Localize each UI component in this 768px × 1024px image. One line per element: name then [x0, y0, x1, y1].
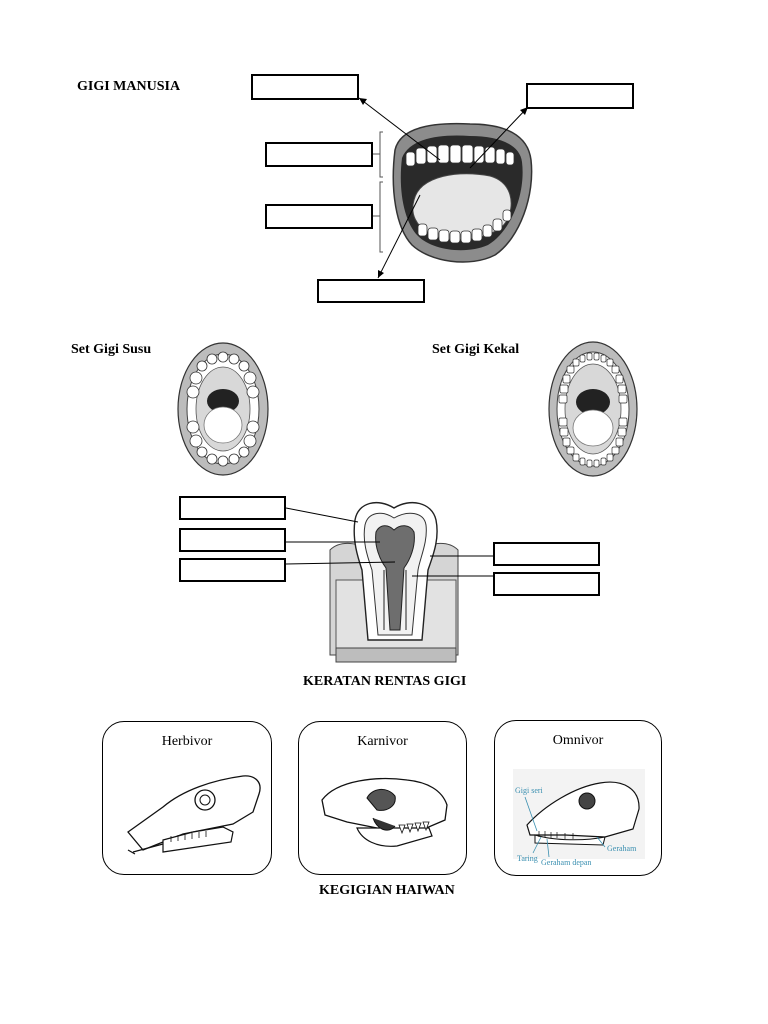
label-box-upper-right[interactable] [526, 83, 634, 109]
label-box-upper-left[interactable] [251, 74, 359, 100]
label-molar: Geraham [607, 844, 637, 853]
milk-teeth-diagram [177, 342, 269, 476]
card-carnivore: Karnivor [298, 721, 467, 875]
label-incisor: Gigi seri [515, 786, 544, 795]
label-box-upper-jaw[interactable] [265, 142, 373, 167]
tooth-cross-section-diagram [285, 501, 493, 663]
card-omnivore: Omnivor Gigi seri Taring Geraham depan G… [494, 720, 662, 876]
label-box-tooth-5[interactable] [493, 572, 600, 596]
card-carnivore-label: Karnivor [357, 734, 408, 749]
label-box-tooth-2[interactable] [179, 528, 286, 552]
permanent-teeth-title: Set Gigi Kekal [432, 342, 520, 357]
permanent-teeth-diagram [548, 341, 638, 477]
label-box-tooth-3[interactable] [179, 558, 286, 582]
label-box-tooth-1[interactable] [179, 496, 286, 520]
label-canine: Taring [517, 854, 538, 863]
herbivore-skull-image [127, 775, 261, 855]
card-omnivore-label: Omnivor [552, 733, 604, 748]
label-box-tooth-4[interactable] [493, 542, 600, 566]
carnivore-skull-image [321, 777, 448, 847]
card-herbivore-label: Herbivor [161, 734, 213, 749]
human-teeth-title: GIGI MANUSIA [77, 79, 181, 94]
omnivore-skull-image: Gigi seri Taring Geraham depan Geraham [513, 769, 645, 867]
label-box-lower-jaw[interactable] [265, 204, 373, 229]
cross-section-title: KERATAN RENTAS GIGI [303, 674, 467, 689]
label-premolar: Geraham depan [541, 858, 591, 867]
animal-teeth-title: KEGIGIAN HAIWAN [319, 883, 455, 898]
label-box-bottom[interactable] [317, 279, 425, 303]
card-herbivore: Herbivor [102, 721, 272, 875]
open-mouth-diagram [358, 97, 533, 279]
milk-teeth-title: Set Gigi Susu [71, 342, 152, 357]
